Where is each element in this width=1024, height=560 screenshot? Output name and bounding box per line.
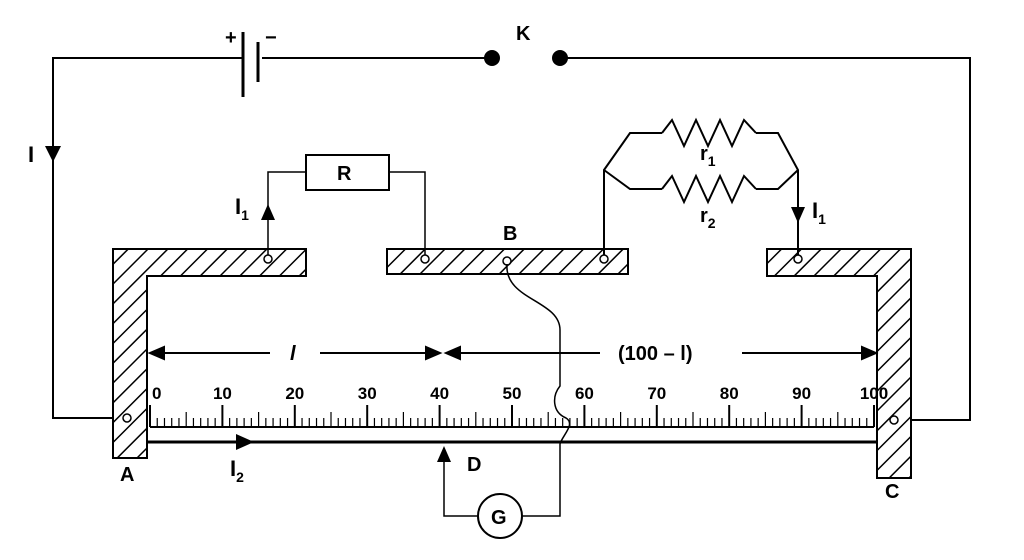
current-i1-right-label: I1 [812, 198, 826, 227]
scale-mark-label: 0 [152, 384, 161, 403]
scale-mark-label: 90 [792, 384, 811, 403]
meter-scale: 0 10 20 30 40 50 60 70 80 90 100 [149, 384, 888, 428]
current-arrow-up-icon [261, 204, 275, 220]
terminal-c-screw[interactable] [889, 415, 899, 425]
left-metal-strip [112, 248, 307, 459]
parallel-resistors [603, 117, 799, 255]
resistor-r-label: R [337, 163, 352, 185]
current-i1-left-label: I1 [235, 194, 249, 223]
key-contact-right[interactable] [552, 50, 568, 66]
current-arrow-right-icon [236, 434, 254, 450]
length-markers [147, 345, 879, 361]
terminal-a-label: A [120, 464, 134, 486]
key-contact-left[interactable] [484, 50, 500, 66]
gap1-right-terminal[interactable] [420, 254, 430, 264]
scale-mark-label: 60 [575, 384, 594, 403]
battery-minus-label: − [265, 27, 277, 49]
jockey-d-arrow-icon[interactable] [437, 446, 451, 462]
scale-mark-label: 80 [720, 384, 739, 403]
length-left-label: l [290, 343, 296, 365]
battery-plus-label: + [225, 27, 237, 49]
battery-circuit-wire [52, 57, 971, 421]
galvanometer-wire [443, 263, 571, 517]
scale-mark-label: 10 [213, 384, 232, 403]
terminal-b-label: B [503, 223, 517, 245]
resistor-r1-label: r1 [700, 143, 716, 169]
current-arrow-down-right-icon [791, 207, 805, 223]
resistor-r2-label: r2 [700, 205, 716, 231]
key-label: K [516, 23, 531, 45]
resistor-r-wire [267, 171, 426, 255]
gap1-left-terminal[interactable] [263, 254, 273, 264]
gap2-right-terminal[interactable] [793, 254, 803, 264]
scale-mark-label: 30 [358, 384, 377, 403]
current-main-label: I [28, 142, 34, 167]
scale-mark-label: 50 [503, 384, 522, 403]
gap2-left-terminal[interactable] [599, 254, 609, 264]
terminal-a-screw[interactable] [122, 413, 132, 423]
length-right-label: (100 – l) [618, 343, 692, 365]
resistor-r[interactable] [305, 154, 390, 191]
scale-mark-label: 40 [430, 384, 449, 403]
battery-cell [241, 32, 260, 97]
resistor-r1-zigzag [661, 117, 757, 149]
resistor-r2-zigzag [661, 173, 757, 205]
galvanometer[interactable] [477, 493, 523, 539]
terminal-c-label: C [885, 481, 899, 503]
current-i2-label: I2 [230, 456, 244, 485]
scale-mark-label: 20 [285, 384, 304, 403]
right-metal-strip [766, 248, 912, 479]
terminal-b-screw[interactable] [502, 256, 512, 266]
scale-mark-label: 100 [860, 384, 888, 403]
jockey-d-label: D [467, 454, 481, 476]
current-arrow-down-icon [45, 146, 61, 162]
galvanometer-label: G [491, 507, 507, 529]
scale-mark-label: 70 [647, 384, 666, 403]
